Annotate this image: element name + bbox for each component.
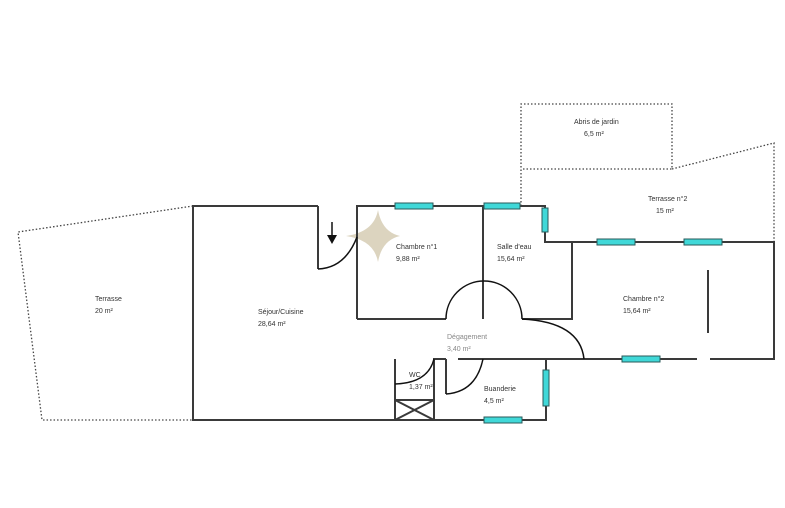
watermark-star-icon [346, 210, 400, 262]
room-name: Chambre n°2 [623, 296, 665, 303]
room-label-chambre2: Chambre n°2 15,64 m² [623, 295, 664, 316]
room-name: WC [409, 372, 421, 379]
room-name: Terrasse n°2 [648, 196, 688, 203]
room-area: 15,64 m² [623, 308, 651, 315]
room-label-sejour: Séjour/Cuisine 28,64 m² [258, 308, 304, 329]
room-label-buanderie: Buanderie 4,5 m² [484, 385, 516, 406]
walls [192, 205, 775, 421]
room-label-terrasse: Terrasse 20 m² [95, 295, 122, 316]
room-label-abris: Abris de jardin 6,5 m² [574, 118, 619, 139]
room-area: 6,5 m² [584, 131, 604, 138]
room-area: 15 m² [656, 208, 674, 215]
room-label-chambre1: Chambre n°1 9,88 m² [396, 243, 437, 264]
room-area: 4,5 m² [484, 398, 504, 405]
room-name: Terrasse [95, 296, 122, 303]
abris-outline [520, 103, 775, 242]
room-name: Abris de jardin [574, 119, 619, 126]
room-name: Dégagement [447, 334, 488, 341]
room-area: 3,40 m² [447, 346, 471, 353]
door-arcs [317, 236, 585, 395]
room-area: 28,64 m² [258, 321, 286, 328]
room-area: 9,88 m² [396, 256, 420, 263]
room-label-terrasse2: Terrasse n°2 15 m² [648, 195, 687, 216]
room-name: Salle d'eau [497, 244, 532, 251]
windows [394, 202, 723, 424]
room-name: Séjour/Cuisine [258, 309, 304, 316]
entry-arrow-icon [327, 222, 337, 244]
room-area: 20 m² [95, 308, 113, 315]
room-label-wc: WC 1,37 m² [409, 371, 433, 392]
room-area: 1,37 m² [409, 384, 433, 391]
room-name: Buanderie [484, 386, 516, 393]
room-label-degagement: Dégagement 3,40 m² [447, 333, 487, 354]
terrasse-outline [17, 205, 194, 421]
room-name: Chambre n°1 [396, 244, 438, 251]
room-area: 15,64 m² [497, 256, 525, 263]
room-label-salle-eau: Salle d'eau 15,64 m² [497, 243, 531, 264]
